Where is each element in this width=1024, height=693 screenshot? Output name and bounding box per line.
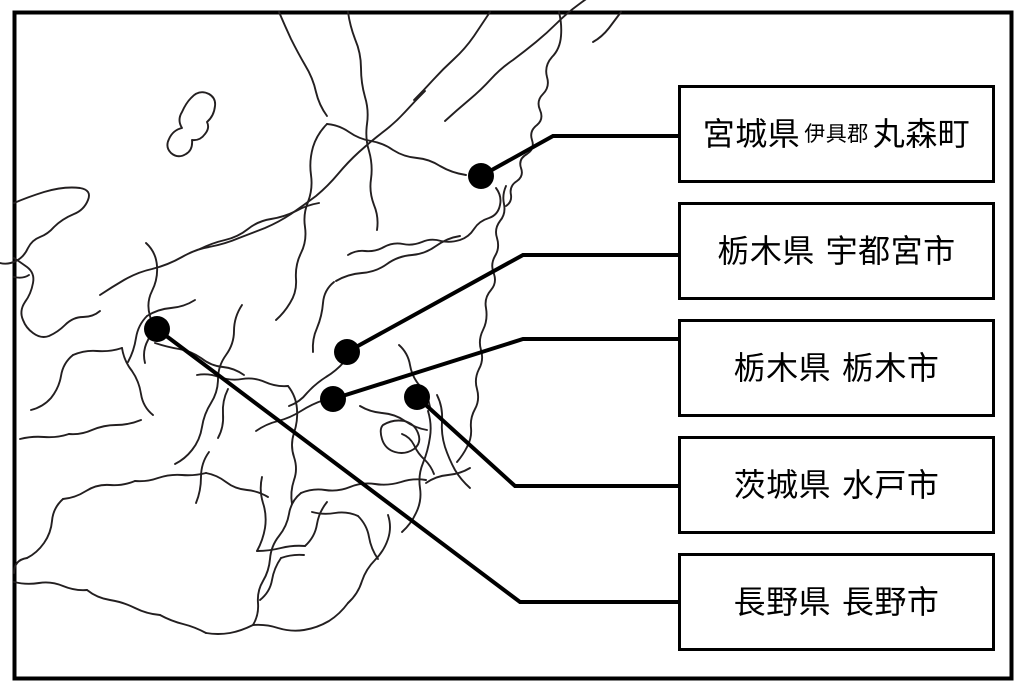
label-spacer-1	[815, 235, 826, 267]
leader-lines	[155, 134, 678, 604]
city-markers	[144, 163, 494, 412]
label-spacer-4	[831, 586, 842, 618]
leader-line-ibaraki-mito	[415, 395, 678, 488]
label-municipality-marumori: 丸森町	[872, 115, 971, 153]
label-prefecture-nagano: 長野県	[733, 583, 832, 621]
leader-line-miyagi-marumori	[480, 134, 678, 178]
marker-ibaraki-mito[interactable]	[404, 384, 430, 410]
label-prefecture-ibaraki: 茨城県	[733, 466, 832, 504]
leader-line-nagano-nagano	[155, 327, 678, 604]
label-box-miyagi-marumori[interactable]: 宮城県 伊具郡 丸森町	[678, 85, 995, 183]
label-prefecture-miyagi: 宮城県	[702, 115, 801, 153]
marker-tochigi-utsunomiya[interactable]	[334, 339, 360, 365]
label-box-nagano-nagano[interactable]: 長野県 長野市	[678, 553, 995, 651]
marker-tochigi-tochigi[interactable]	[320, 386, 346, 412]
label-box-tochigi-utsunomiya[interactable]: 栃木県 宇都宮市	[678, 202, 995, 300]
label-prefecture-tochigi-2: 栃木県	[733, 349, 832, 387]
marker-nagano-nagano[interactable]	[144, 316, 170, 342]
label-box-tochigi-tochigi[interactable]: 栃木県 栃木市	[678, 319, 995, 417]
label-municipality-tochigi: 栃木市	[841, 349, 940, 387]
label-district-igu: 伊具郡	[804, 121, 869, 146]
marker-miyagi-marumori[interactable]	[468, 163, 494, 189]
label-spacer-2	[831, 352, 842, 384]
label-prefecture-tochigi-1: 栃木県	[717, 232, 815, 270]
label-municipality-utsunomiya: 宇都宮市	[825, 232, 956, 270]
leader-line-tochigi-utsunomiya	[346, 253, 678, 354]
leader-line-tochigi-tochigi	[332, 337, 678, 401]
label-box-ibaraki-mito[interactable]: 茨城県 水戸市	[678, 436, 995, 534]
map-outlines	[0, 0, 622, 635]
label-spacer-3	[831, 469, 842, 501]
label-municipality-mito: 水戸市	[841, 466, 940, 504]
label-municipality-nagano: 長野市	[841, 583, 940, 621]
